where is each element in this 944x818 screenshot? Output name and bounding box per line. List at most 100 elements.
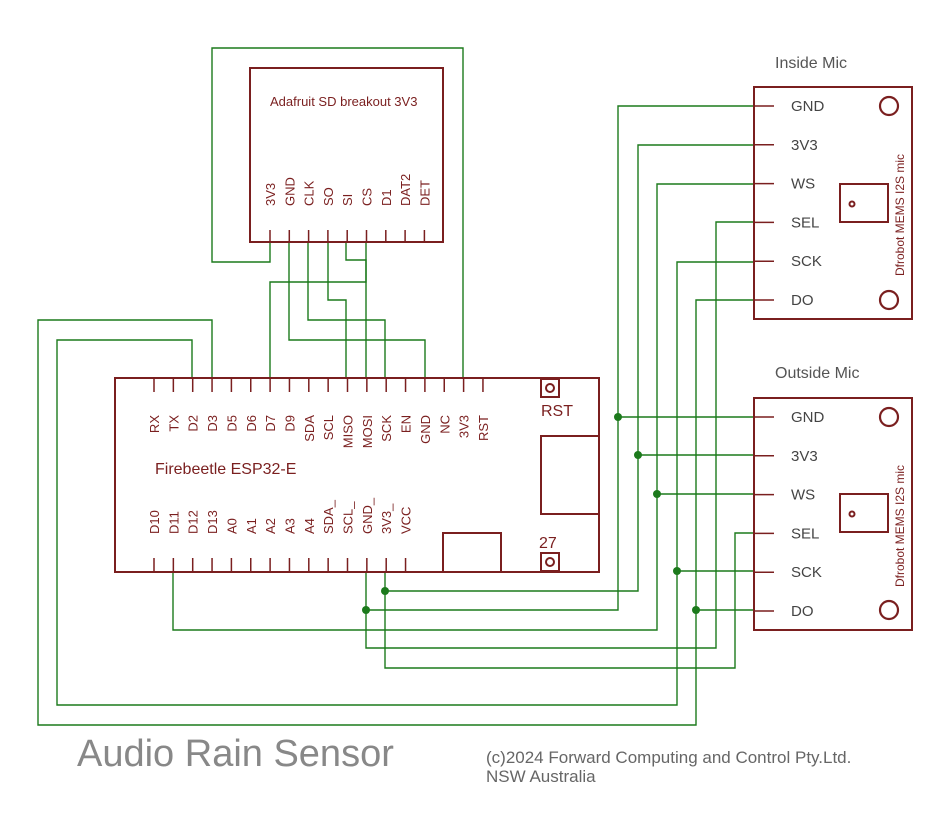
mount-hole-icon <box>878 289 900 311</box>
mic-pin-label: DO <box>791 603 814 620</box>
rst-button-center <box>545 383 555 393</box>
outside-mic-title: Outside Mic <box>775 365 859 382</box>
esp-top-pin-label: SDA <box>302 415 317 442</box>
esp-bottom-pin-label: SCL_ <box>341 501 356 534</box>
esp-top-pin-label: D5 <box>224 415 239 432</box>
wire-gnd-bottom <box>365 416 754 611</box>
esp-top-pin-label: TX <box>166 415 181 432</box>
esp-bottom-pin-label: SDA_ <box>321 499 336 534</box>
junction-dot <box>634 451 642 459</box>
esp-bottom-pin-label: A4 <box>302 518 317 534</box>
wire-sd-so <box>327 242 347 378</box>
esp-bottom-pin-label: A2 <box>263 518 278 534</box>
esp-bottom-pin-label: D10 <box>147 510 162 534</box>
wire-in-sck <box>676 261 754 571</box>
mic-pin-label: WS <box>791 176 815 193</box>
mic-pin-label: 3V3 <box>791 137 818 154</box>
sd-pin-label: 3V3 <box>263 183 278 206</box>
esp-top-pin-label: D2 <box>186 415 201 432</box>
mic-pin-label: GND <box>791 98 825 115</box>
esp-bottom-pin-label: A0 <box>224 518 239 534</box>
esp-top-pin-label: SCK <box>379 415 394 442</box>
esp-bottom-pin-label: A1 <box>244 518 259 534</box>
wire-sd-3v3 <box>211 47 464 378</box>
esp-top-pin-label: RX <box>147 415 162 433</box>
wire-d11 <box>172 493 754 631</box>
pin27-label: 27 <box>539 535 557 552</box>
esp-top-pin-label: MISO <box>341 415 356 448</box>
sd-pin-label: CLK <box>302 180 317 206</box>
outside-mic-body <box>753 397 913 631</box>
sd-pin-label: SO <box>321 187 336 206</box>
wire-in-ws <box>656 183 754 494</box>
wire-sd-si <box>345 242 367 378</box>
esp-top-pin-label: MOSI <box>360 415 375 448</box>
junction-dot <box>673 567 681 575</box>
esp-top-pin-label: NC <box>437 415 452 434</box>
wire-sd-cs <box>269 242 367 378</box>
rst-label: RST <box>541 403 573 420</box>
sd-pin-label: GND <box>282 177 297 206</box>
esp32-title: Firebeetle ESP32-E <box>155 461 296 478</box>
esp-top-pin-label: D9 <box>282 415 297 432</box>
pin27-pad-center <box>545 557 555 567</box>
sd-pin-label: DET <box>417 180 432 206</box>
mic-chip-dot <box>848 510 856 518</box>
junction-dot <box>614 413 622 421</box>
esp-top-pin-label: D6 <box>244 415 259 432</box>
sd-pin-label: SI <box>340 194 355 206</box>
mic-pin-label: GND <box>791 409 825 426</box>
wire-sd-gnd <box>288 242 426 378</box>
battery-connector <box>442 532 502 573</box>
esp-bottom-pin-label: VCC <box>399 507 414 534</box>
esp-top-pin-label: EN <box>399 415 414 433</box>
esp-bottom-pin-label: D13 <box>205 510 220 534</box>
junction-dot <box>381 587 389 595</box>
wire-in-gnd <box>617 105 754 417</box>
esp-top-pin-label: 3V3 <box>457 415 472 438</box>
mic-pin-label: WS <box>791 487 815 504</box>
rst-button <box>540 378 560 398</box>
wire-in-3v3 <box>637 144 754 455</box>
wire-sel-loop <box>365 221 754 649</box>
esp-top-pin-label: GND <box>418 415 433 444</box>
mic-pin-label: SCK <box>791 564 822 581</box>
mount-hole-icon <box>878 599 900 621</box>
mic-pin-label: 3V3 <box>791 448 818 465</box>
mic-pin-label: SEL <box>791 525 819 542</box>
inside-mic: Inside Mic Dfrobot MEMS I2S mic GND 3V3WS… <box>753 55 913 320</box>
sd-pin-label: CS <box>360 188 375 206</box>
mic-chip <box>839 493 889 533</box>
esp-top-pin-label: D3 <box>205 415 220 432</box>
esp-bottom-pin-label: D12 <box>186 510 201 534</box>
esp-bottom-pin-label: A3 <box>282 518 297 534</box>
mount-hole-icon <box>878 95 900 117</box>
copyright-line2: NSW Australia <box>486 767 596 786</box>
esp-top-pin-label: RST <box>476 415 491 441</box>
inside-mic-title: Inside Mic <box>775 55 847 72</box>
wire-in-do <box>695 299 754 610</box>
junction-dot <box>653 490 661 498</box>
esp-bottom-pin-label: D11 <box>166 511 181 534</box>
pin27-pad <box>540 552 560 572</box>
outside-mic-side-label: Dfrobot MEMS I2S mic <box>893 465 907 587</box>
diagram-title: Audio Rain Sensor <box>77 733 394 775</box>
sd-breakout-title: Adafruit SD breakout 3V3 <box>270 94 417 109</box>
esp-bottom-pin-label: 3V3_ <box>379 503 394 534</box>
junction-dot <box>362 606 370 614</box>
sd-breakout: Adafruit SD breakout 3V3 3V3 GND CLK SO SI CS… <box>249 67 444 243</box>
sd-pin-label: D1 <box>379 189 394 206</box>
inside-mic-side-label: Dfrobot MEMS I2S mic <box>893 154 907 276</box>
esp-top-pin-label: D7 <box>263 415 278 432</box>
mic-chip <box>839 183 889 223</box>
sd-pin-label: DAT2 <box>398 174 413 206</box>
junction-dot <box>692 606 700 614</box>
usb-connector <box>540 435 600 515</box>
inside-mic-body <box>753 86 913 320</box>
mic-chip-dot <box>848 200 856 208</box>
mic-pin-label: SCK <box>791 253 822 270</box>
wire-d3-do <box>37 319 754 726</box>
mic-pin-label: SEL <box>791 214 819 231</box>
